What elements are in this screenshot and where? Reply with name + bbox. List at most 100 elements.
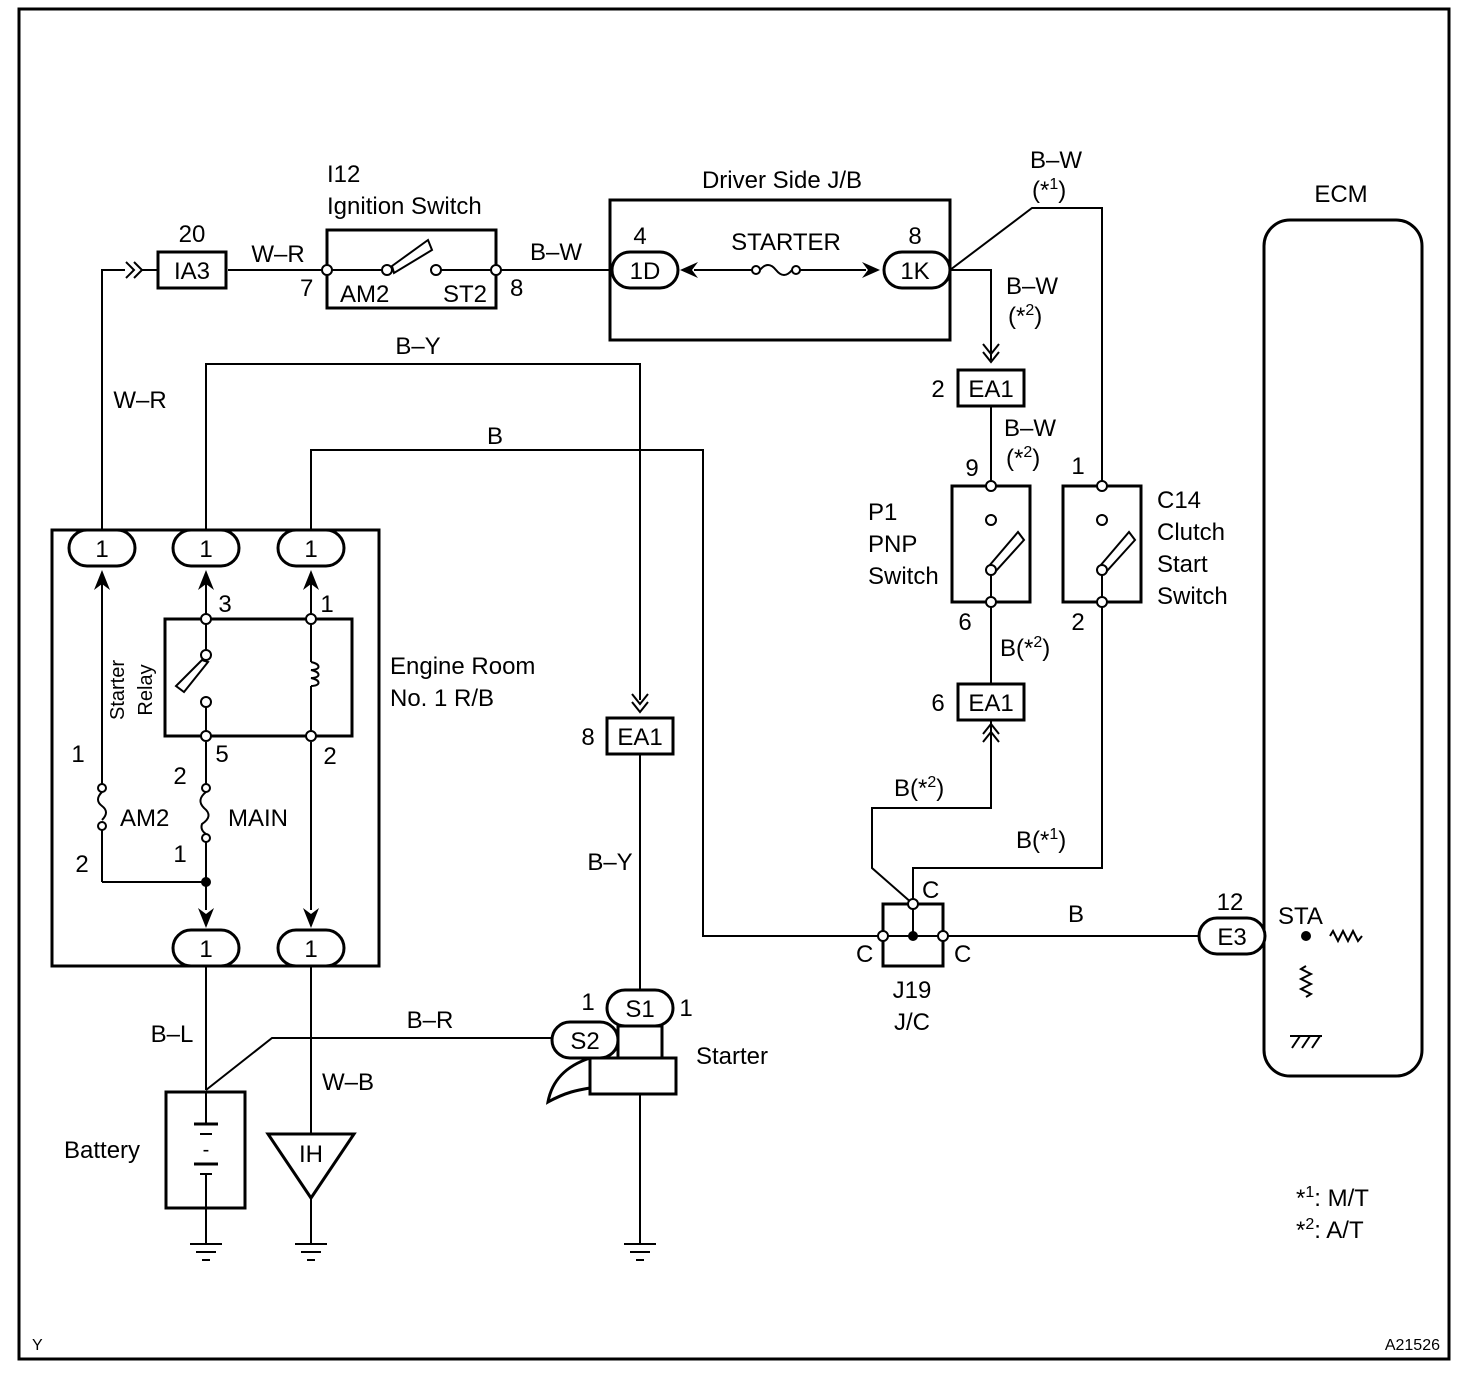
ignition-switch-pin8: 8 xyxy=(510,275,523,302)
wire-label-w-r-left: W–R xyxy=(113,387,166,414)
clutch-start-switch: 1 2 C14 Clutch Start Switch xyxy=(1061,453,1228,636)
svg-text:Starter: Starter xyxy=(107,660,129,720)
ground-icon-starter xyxy=(624,1243,656,1261)
svg-text:IH: IH xyxy=(299,1141,323,1168)
driver-jb-title: Driver Side J/B xyxy=(702,167,862,194)
junction-connector-j19: C C C J19 J/C xyxy=(856,877,971,1036)
svg-text:-: - xyxy=(203,1139,210,1161)
svg-text:S2: S2 xyxy=(570,1028,599,1055)
connector-ea1-mid: EA1 6 xyxy=(931,682,1026,743)
svg-text:Battery: Battery xyxy=(64,1137,140,1164)
ignition-switch-title: Ignition Switch xyxy=(327,193,482,220)
svg-text:Switch: Switch xyxy=(868,563,939,590)
svg-text:1: 1 xyxy=(320,591,333,618)
svg-text:*2: A/T: *2: A/T xyxy=(1296,1216,1364,1244)
engine-room-rb: Engine Room No. 1 R/B 1 1 1 1 1 xyxy=(50,528,535,968)
wire-label-b-at-1: B(*2) xyxy=(1000,634,1050,662)
svg-text:Switch: Switch xyxy=(1157,583,1228,610)
svg-text:*1: M/T: *1: M/T xyxy=(1296,1184,1369,1212)
svg-text:1: 1 xyxy=(679,995,692,1022)
footer-figure-code: A21526 xyxy=(1385,1337,1440,1354)
connector-ea1-left: EA1 8 xyxy=(581,693,675,756)
svg-text:3: 3 xyxy=(218,591,231,618)
starter: S1 1 1 S2 Starter xyxy=(545,988,768,1105)
ignition-switch-am2: AM2 xyxy=(340,281,389,308)
svg-text:2: 2 xyxy=(931,376,944,403)
svg-text:8: 8 xyxy=(581,724,594,751)
battery: - Battery xyxy=(64,1090,247,1210)
svg-text:2: 2 xyxy=(323,743,336,770)
ia3-pin: 20 xyxy=(179,221,206,248)
svg-text:B–W: B–W xyxy=(1030,147,1082,174)
ignition-switch-pin7: 7 xyxy=(300,275,313,302)
svg-text:P1: P1 xyxy=(868,499,897,526)
svg-text:C14: C14 xyxy=(1157,487,1201,514)
svg-text:1: 1 xyxy=(304,536,317,563)
driver-jb-1k: 1K xyxy=(900,258,929,285)
ignition-switch-st2: ST2 xyxy=(443,281,487,308)
svg-text:6: 6 xyxy=(931,690,944,717)
wire-label-b-l: B–L xyxy=(151,1021,194,1048)
svg-text:S1: S1 xyxy=(625,996,654,1023)
svg-text:B(*2): B(*2) xyxy=(894,774,944,802)
wire-label-b-y-top: B–Y xyxy=(395,333,440,360)
svg-text:(*2): (*2) xyxy=(1008,302,1042,330)
svg-text:C: C xyxy=(856,941,873,968)
ia3-label: IA3 xyxy=(174,258,210,285)
svg-text:Relay: Relay xyxy=(135,664,157,715)
wire-label-w-r-top: W–R xyxy=(251,241,304,268)
connector-ia3: IA3 20 xyxy=(125,221,228,290)
svg-text:6: 6 xyxy=(958,609,971,636)
svg-text:AM2: AM2 xyxy=(120,805,169,832)
svg-text:B(*2): B(*2) xyxy=(1000,634,1050,662)
svg-text:C: C xyxy=(922,877,939,904)
svg-text:STA: STA xyxy=(1278,903,1323,930)
svg-text:2: 2 xyxy=(1071,609,1084,636)
svg-text:E3: E3 xyxy=(1217,924,1246,951)
ih-ground-point: IH xyxy=(265,1132,357,1201)
svg-text:5: 5 xyxy=(215,741,228,768)
svg-text:J19: J19 xyxy=(893,977,932,1004)
page-frame xyxy=(17,7,1451,1361)
wire-label-b-w-ign: B–W xyxy=(530,239,582,266)
ecm: ECM E3 12 STA xyxy=(1197,181,1424,1078)
svg-text:2: 2 xyxy=(75,851,88,878)
svg-text:Starter: Starter xyxy=(696,1043,768,1070)
wire-label-b-top: B xyxy=(487,423,503,450)
svg-text:ECM: ECM xyxy=(1314,181,1367,208)
wire-label-bw-mt: B–W (*1) xyxy=(1030,147,1082,204)
wire-label-w-b: W–B xyxy=(322,1069,374,1096)
wire-label-b-jc: B xyxy=(1068,901,1084,928)
svg-text:9: 9 xyxy=(965,455,978,482)
pnp-switch: 9 6 P1 PNP Switch xyxy=(868,455,1032,636)
svg-text:EA1: EA1 xyxy=(968,690,1013,717)
ground-icon-battery xyxy=(190,1243,222,1261)
svg-text:EA1: EA1 xyxy=(617,724,662,751)
svg-text:12: 12 xyxy=(1217,889,1244,916)
svg-text:Engine Room: Engine Room xyxy=(390,653,535,680)
svg-text:MAIN: MAIN xyxy=(228,805,288,832)
svg-text:1: 1 xyxy=(199,536,212,563)
wire-label-b-mt: B(*1) xyxy=(1016,826,1066,854)
legend: *1: M/T *2: A/T xyxy=(1296,1184,1369,1244)
svg-text:1: 1 xyxy=(581,989,594,1016)
svg-text:1: 1 xyxy=(173,841,186,868)
wire-label-bw-at-2: B–W (*2) xyxy=(1004,415,1056,472)
driver-jb-pin8: 8 xyxy=(908,223,921,250)
driver-jb-1d: 1D xyxy=(630,258,661,285)
svg-text:C: C xyxy=(954,941,971,968)
svg-text:2: 2 xyxy=(173,763,186,790)
svg-text:1: 1 xyxy=(95,536,108,563)
svg-text:1: 1 xyxy=(71,741,84,768)
svg-text:1: 1 xyxy=(304,936,317,963)
footer-left-code: Y xyxy=(32,1337,43,1354)
svg-text:B–W: B–W xyxy=(1006,273,1058,300)
wire-label-b-at-2: B(*2) xyxy=(894,774,944,802)
svg-text:EA1: EA1 xyxy=(968,376,1013,403)
driver-side-jb: Driver Side J/B 1D 4 1K 8 STARTER xyxy=(608,167,952,342)
svg-text:1: 1 xyxy=(1071,453,1084,480)
svg-text:(*1): (*1) xyxy=(1032,176,1066,204)
ground-icon-ih xyxy=(295,1243,327,1261)
svg-text:PNP: PNP xyxy=(868,531,917,558)
